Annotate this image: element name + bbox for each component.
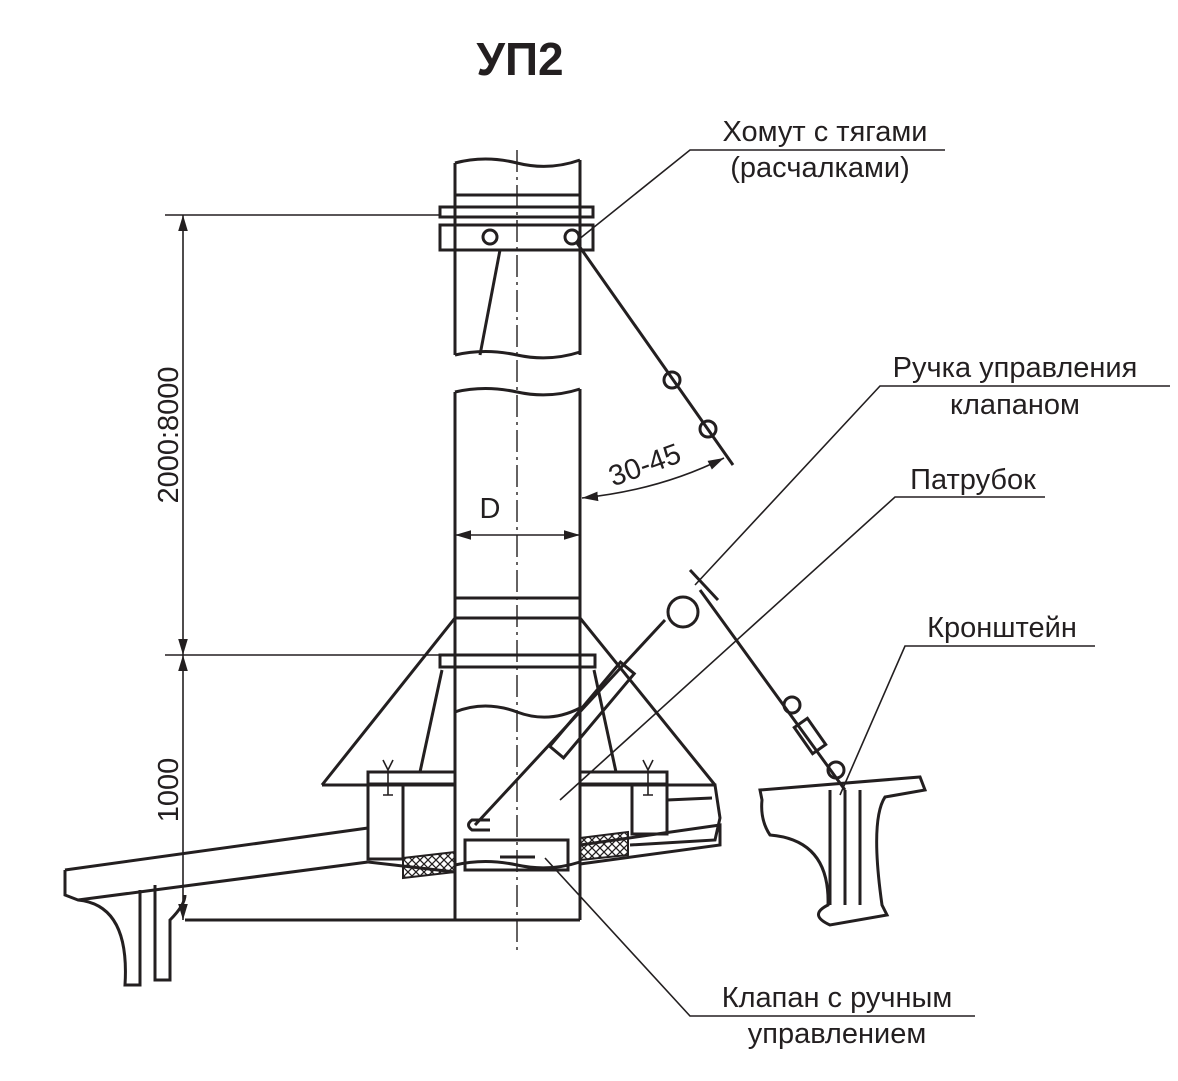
label-valve-line1: Клапан с ручным — [722, 982, 953, 1014]
bracket — [758, 775, 928, 927]
leader-lines — [544, 149, 1170, 1017]
label-bracket: Кронштейн — [927, 612, 1077, 644]
dimension-lines — [165, 214, 725, 920]
dimension-diameter: D — [480, 493, 501, 525]
clamp — [438, 205, 595, 252]
valve-handle — [473, 568, 847, 827]
diagram-title: УП2 — [476, 33, 563, 85]
label-clamp-line1: Хомут с тягами — [723, 116, 928, 148]
label-clamp-line2: (расчалками) — [730, 152, 910, 184]
label-handle-line2: клапаном — [950, 389, 1080, 421]
label-valve-line2: управлением — [748, 1018, 927, 1050]
lower-pipe — [438, 387, 597, 922]
label-handle-line1: Ручка управления — [893, 352, 1138, 384]
roof-slab — [63, 823, 722, 987]
upper-pipe — [453, 157, 582, 360]
valve — [463, 818, 570, 872]
roof-cone — [320, 617, 722, 861]
label-branch-pipe: Патрубок — [910, 464, 1036, 496]
dimension-base-height: 1000 — [153, 758, 185, 823]
dimension-angle: 30-45 — [605, 438, 686, 493]
dimension-height-range: 2000:8000 — [153, 366, 185, 503]
guy-wire — [575, 242, 735, 466]
